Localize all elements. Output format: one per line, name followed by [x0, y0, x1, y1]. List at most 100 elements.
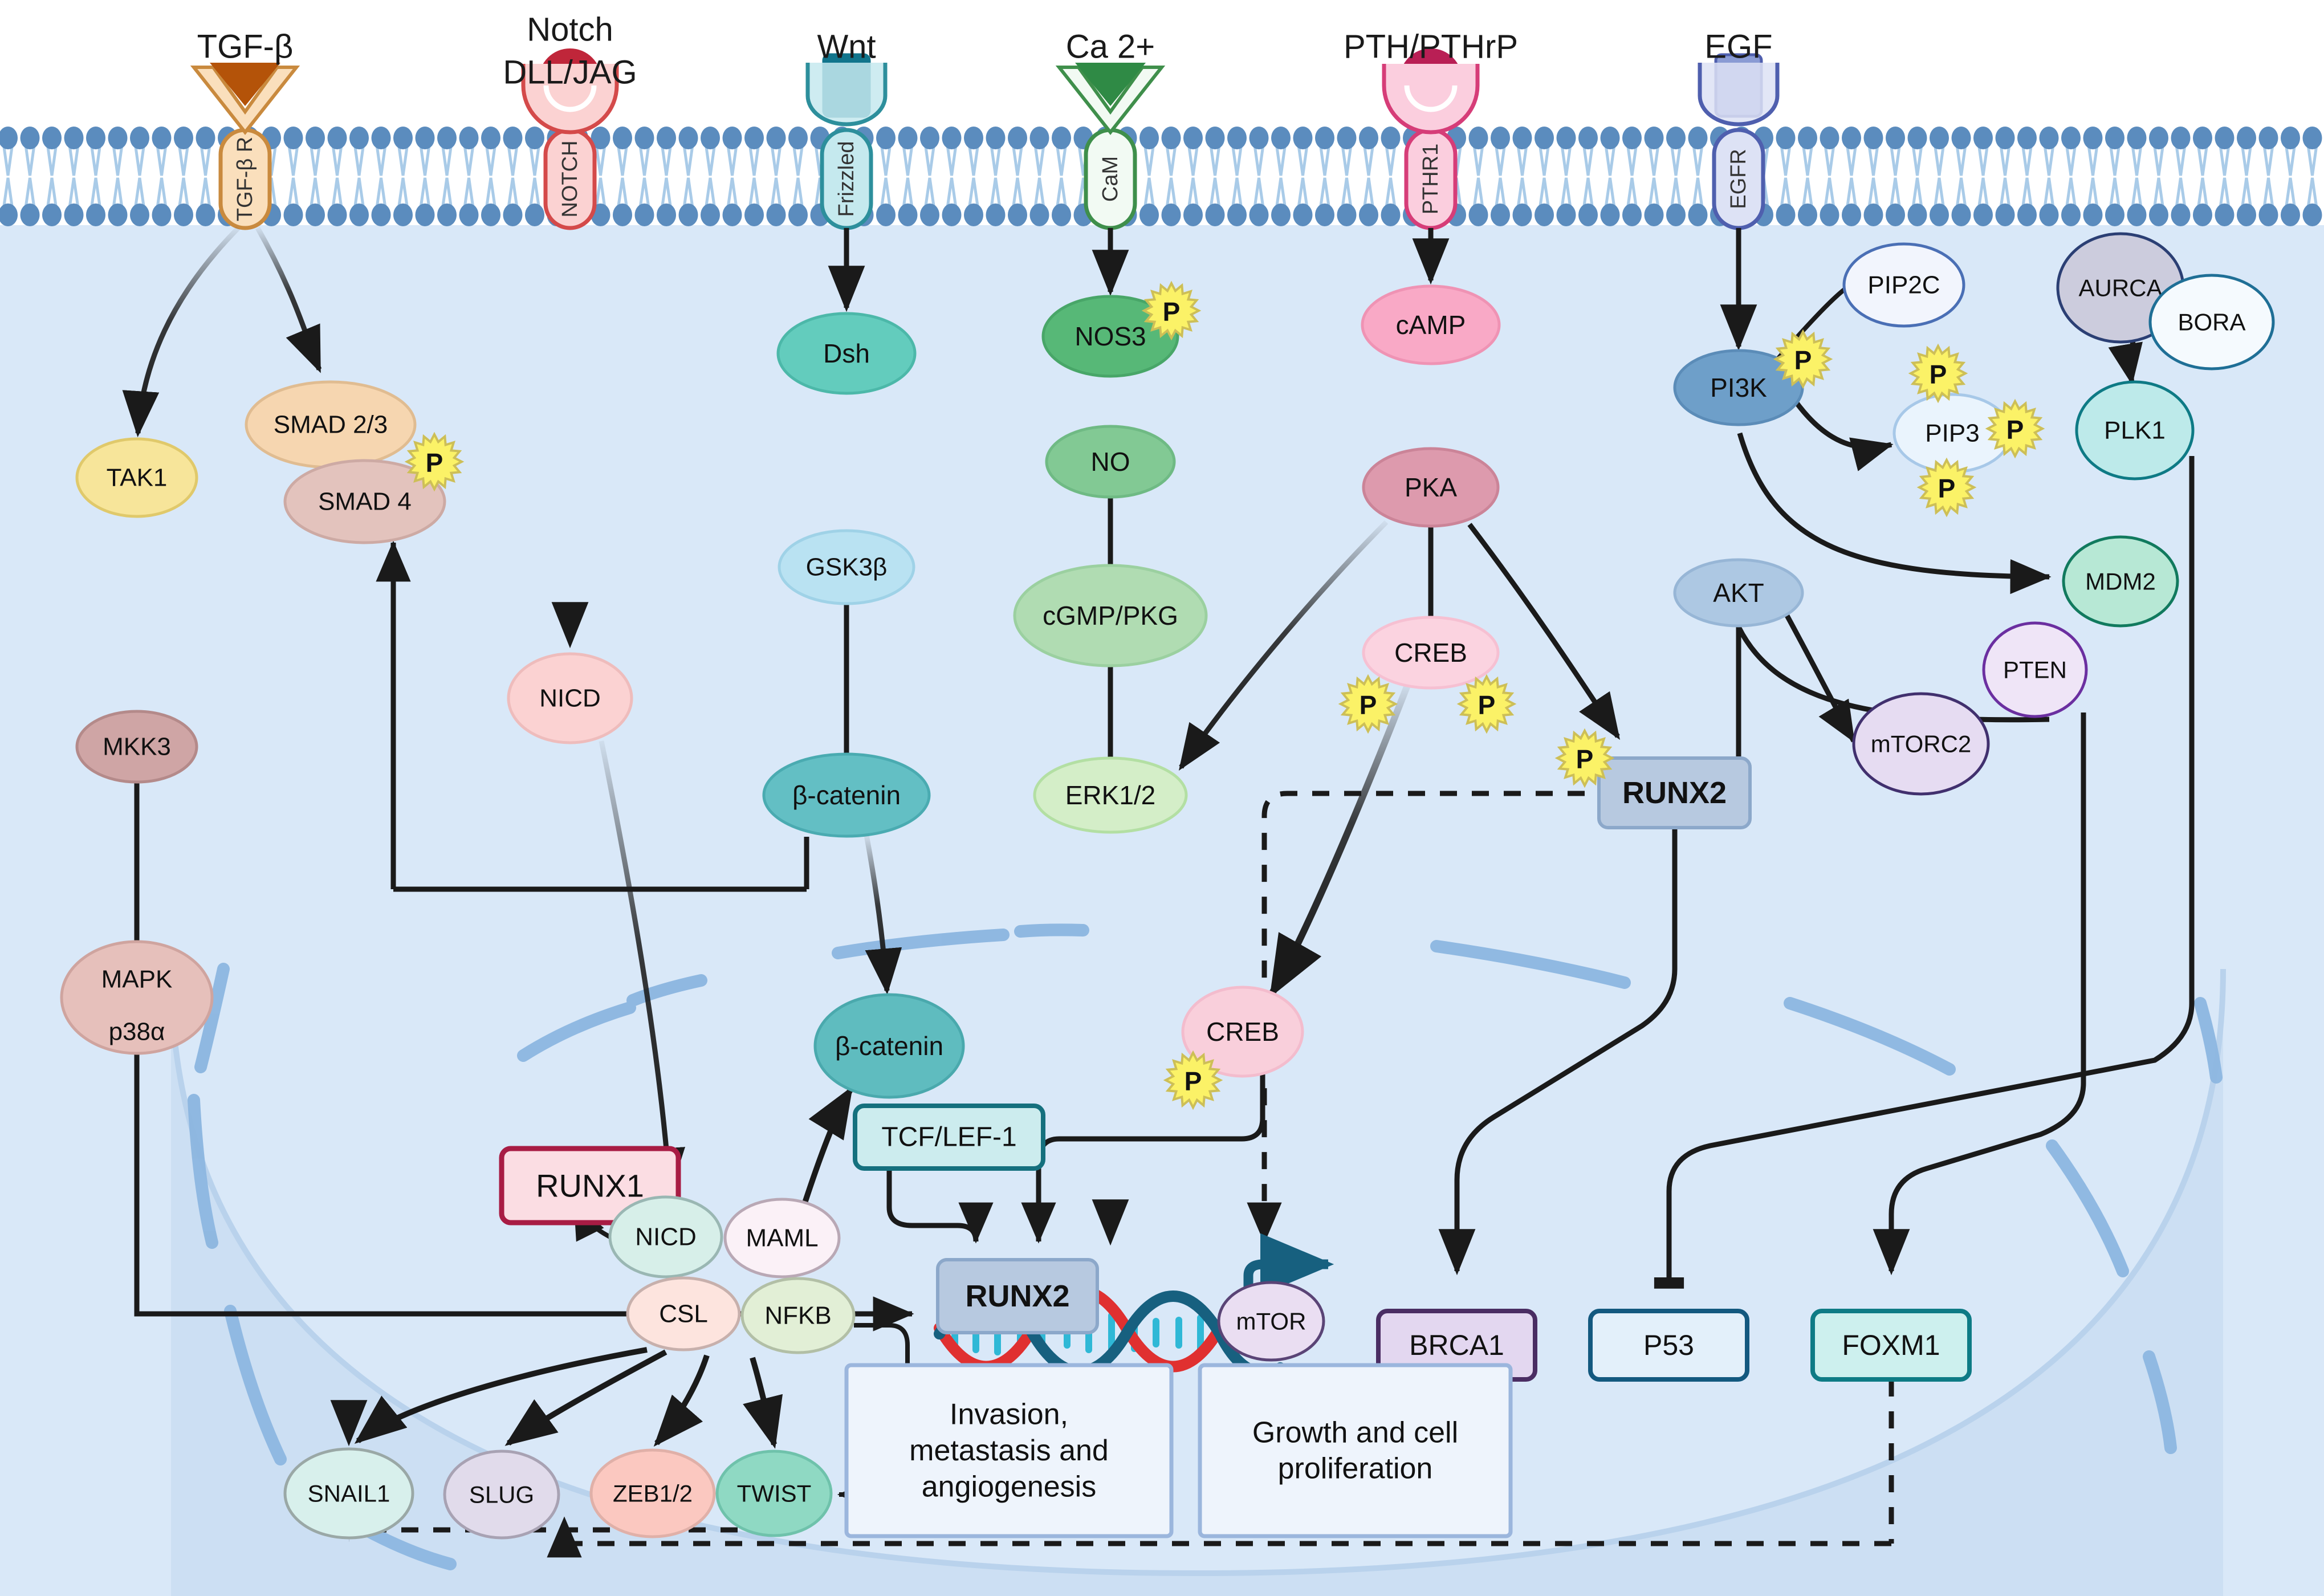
node-creb_nuc[interactable]: CREB: [1181, 986, 1304, 1078]
node-label: MAML: [746, 1224, 818, 1252]
node-zeb[interactable]: ZEB1/2: [589, 1448, 716, 1538]
node-nfkb[interactable]: NFKB: [740, 1277, 856, 1354]
receptor-cam[interactable]: CaM: [1055, 63, 1166, 230]
node-bcat_cyto[interactable]: β-catenin: [762, 752, 931, 838]
phospho-badge-p_nos3: P: [1141, 280, 1202, 341]
node-gsk3b[interactable]: GSK3β: [778, 529, 915, 605]
node-bcat_nuc[interactable]: β-catenin: [813, 993, 965, 1099]
node-erk[interactable]: ERK1/2: [1033, 756, 1188, 834]
phospho-badge-p_pip3_r: P: [1985, 398, 2045, 459]
node-pten[interactable]: PTEN: [1982, 621, 2088, 718]
node-label: PIP3: [1925, 420, 1979, 447]
receptor-tgfbr[interactable]: TGF-β R: [190, 63, 300, 230]
outcome-line: metastasis and: [909, 1434, 1109, 1467]
receptor-label: EGFR: [1727, 149, 1751, 209]
node-no[interactable]: NO: [1045, 425, 1176, 499]
node-label: mTORC2: [1871, 731, 1972, 758]
node-label: mTOR: [1236, 1308, 1307, 1335]
node-mtorc2[interactable]: mTORC2: [1852, 692, 1990, 796]
node-pip2c[interactable]: PIP2C: [1842, 242, 1965, 328]
node-nos3[interactable]: NOS3: [1041, 295, 1179, 378]
node-tak1[interactable]: TAK1: [75, 437, 198, 518]
ligand-label-pth: PTH/PTHrP: [1344, 28, 1518, 66]
node-label: TWIST: [737, 1480, 812, 1507]
node-camp[interactable]: cAMP: [1361, 284, 1501, 365]
node-box-tcflef[interactable]: TCF/LEF-1: [853, 1104, 1045, 1171]
node-label: SNAIL1: [308, 1480, 390, 1507]
node-label: TAK1: [107, 464, 168, 492]
node-label: RUNX2: [1622, 776, 1727, 810]
node-label: PKA: [1405, 473, 1457, 502]
node-dsh[interactable]: Dsh: [776, 312, 917, 395]
node-label: NICD: [635, 1223, 697, 1251]
edge-creb-crebnuc: [1269, 682, 1411, 998]
node-cgmp[interactable]: cGMP/PKG: [1013, 564, 1208, 667]
node-label: NO: [1091, 447, 1130, 477]
node-mdm2[interactable]: MDM2: [2062, 535, 2179, 628]
ligand-label-notch2: DLL/JAG: [503, 54, 637, 91]
node-mapk2: p38α: [109, 1018, 165, 1046]
node-nicd_cyto[interactable]: NICD: [507, 652, 633, 744]
node-label: CREB: [1394, 638, 1467, 667]
receptor-label: Frizzled: [835, 141, 858, 217]
node-plk1[interactable]: PLK1: [2075, 380, 2195, 481]
node-smad4[interactable]: SMAD 4: [283, 459, 446, 544]
node-mtor[interactable]: mTOR: [1217, 1281, 1325, 1362]
node-box-runx2_nuc[interactable]: RUNX2: [936, 1258, 1099, 1334]
node-nicd_nuc[interactable]: NICD: [608, 1195, 723, 1279]
node-snail1[interactable]: SNAIL1: [283, 1447, 414, 1540]
node-label: SMAD 2/3: [274, 411, 388, 439]
node-label: NICD: [539, 685, 601, 712]
node-label: BRCA1: [1409, 1329, 1504, 1361]
phospho-label: P: [1478, 690, 1496, 720]
node-label: PLK1: [2104, 417, 2166, 445]
node-label: GSK3β: [806, 553, 888, 581]
outcome-line: angiogenesis: [922, 1470, 1096, 1503]
node-csl[interactable]: CSL: [626, 1276, 741, 1351]
node-label: β-catenin: [835, 1031, 943, 1061]
receptor-notch_r[interactable]: NOTCH: [521, 48, 619, 230]
edge-akt-mtorc2: [1785, 614, 1856, 743]
outcome-layer: Invasion,metastasis andangiogenesisGrowt…: [844, 1363, 1513, 1538]
receptor-egfr[interactable]: EGFR: [1698, 53, 1780, 230]
node-creb_cyto[interactable]: CREB: [1362, 616, 1500, 690]
node-pi3k[interactable]: PI3K: [1673, 349, 1804, 426]
node-box-runx2_cyto[interactable]: RUNX2: [1597, 756, 1752, 829]
node-box-brca1[interactable]: BRCA1: [1376, 1309, 1537, 1382]
node-label: CREB: [1206, 1017, 1279, 1047]
node-pip3[interactable]: PIP3: [1892, 393, 2012, 474]
node-box-p53[interactable]: P53: [1588, 1309, 1749, 1382]
phospho-badge-p_smad4: P: [404, 431, 465, 492]
ligand-label-egf: EGF: [1704, 28, 1772, 66]
node-mapk[interactable]: MAPK: [60, 940, 214, 1055]
node-label: cAMP: [1396, 310, 1466, 340]
node-bora[interactable]: BORA: [2148, 274, 2275, 370]
node-label: TCF/LEF-1: [881, 1122, 1016, 1153]
node-mkk3[interactable]: MKK3: [75, 710, 198, 784]
node-label: PI3K: [1710, 373, 1767, 402]
node-label: AURCA: [2078, 275, 2162, 302]
receptor-pthr1[interactable]: PTHR1: [1382, 48, 1480, 230]
node-akt[interactable]: AKT: [1673, 558, 1804, 628]
plasma-membrane: [0, 127, 2324, 226]
receptor-frizzled[interactable]: Frizzled: [805, 53, 888, 230]
node-label: NOS3: [1075, 321, 1146, 351]
node-maml[interactable]: MAML: [723, 1198, 841, 1279]
transcription-arrow: [1243, 1233, 1334, 1311]
node-label: RUNX2: [965, 1279, 1069, 1313]
node-label: ERK1/2: [1065, 780, 1156, 810]
phospho-badge-p_runx2c: P: [1554, 728, 1615, 788]
receptor-label: PTHR1: [1419, 144, 1443, 215]
node-box-foxm1[interactable]: FOXM1: [1810, 1309, 1972, 1382]
node-smad23[interactable]: SMAD 2/3: [245, 380, 417, 469]
edge-fan-slug: [504, 1349, 668, 1446]
node-twist[interactable]: TWIST: [715, 1450, 833, 1537]
phospho-badge-p_pi3k: P: [1773, 329, 1833, 389]
edge-layer: [122, 226, 2195, 1510]
node-slug[interactable]: SLUG: [443, 1450, 560, 1540]
node-pka[interactable]: PKA: [1362, 447, 1500, 528]
